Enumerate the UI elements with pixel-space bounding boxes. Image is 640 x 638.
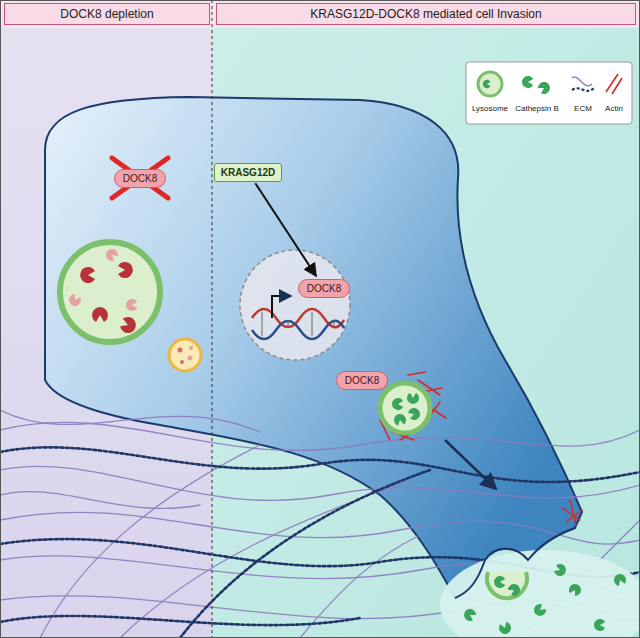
cathepsin-b (407, 393, 419, 404)
rung (288, 320, 289, 326)
cathepsin-b (407, 406, 422, 421)
rung (262, 312, 263, 336)
legend-actin-icon (606, 74, 618, 92)
fiber (0, 492, 200, 509)
moving-lysosome (380, 383, 430, 433)
tip-actin (562, 500, 582, 525)
legend-label: Actin (605, 104, 623, 113)
legend-actin-icon (612, 78, 622, 94)
protein-pill: DOCK8 (114, 169, 166, 188)
legend-ecm-icon (572, 88, 594, 91)
cathepsin-faded (67, 292, 83, 308)
vesicle-membrane (487, 572, 527, 598)
panel-header: KRASG12D-DOCK8 mediated cell Invasion (216, 3, 636, 25)
cross-stroke (112, 158, 168, 198)
node-label: KRASG12D-DOCK8 mediated cell Invasion (310, 7, 541, 21)
depletion-cross (112, 158, 168, 198)
rung (312, 312, 313, 336)
movement-arrow (445, 440, 495, 488)
cathepsin-faded (104, 247, 120, 263)
protein-pill: DOCK8 (336, 371, 388, 390)
fiber (40, 445, 260, 638)
cathepsin-inactive (118, 262, 133, 278)
small-lysosome (169, 339, 201, 371)
node-label: DOCK8 (123, 173, 157, 184)
cathepsin-b (612, 572, 627, 587)
cathepsin-b (462, 607, 478, 623)
actin (570, 500, 576, 525)
content-dot (180, 360, 184, 364)
cathepsin-b (506, 582, 522, 598)
legend-label: ECM (574, 104, 592, 113)
legend-lysosome-content (483, 80, 491, 88)
legend-cathepsin-icon (536, 80, 552, 96)
actin (408, 372, 425, 375)
cathepsin-b (532, 602, 548, 618)
cathepsin-inactive (119, 315, 139, 335)
degraded-ecm-zone (440, 550, 640, 638)
cathepsin-b (553, 563, 568, 578)
legend-label: Lysosome (472, 104, 508, 113)
fusing-lysosome (487, 572, 527, 598)
cathepsin-inactive (80, 267, 95, 283)
dna-strand (252, 321, 344, 339)
cathepsin-b (498, 621, 513, 636)
cathepsin-faded (126, 299, 137, 311)
legend-lysosome-icon (478, 72, 502, 96)
content-dot (189, 346, 193, 350)
dna-strand (252, 309, 344, 327)
ecm-beaded-fibers (0, 447, 640, 638)
fiber (0, 422, 640, 450)
lysosome-membrane (169, 339, 201, 371)
cell-front-edge (455, 528, 575, 598)
released-cathepsin (462, 563, 628, 636)
content-dot (188, 356, 193, 361)
transcription-arrow (272, 296, 290, 318)
beaded-fiber (180, 470, 430, 638)
beaded-fiber (0, 447, 640, 482)
header-strip (0, 0, 640, 28)
nuclear-envelope (240, 250, 350, 360)
legend-label: Cathepsin B (515, 104, 559, 113)
node-label: DOCK8 depletion (60, 7, 153, 21)
legend-frame (466, 62, 632, 124)
cathepsin-b (392, 398, 403, 410)
fiber (120, 480, 410, 638)
content-dot (178, 348, 183, 353)
lysosome-membrane (380, 383, 430, 433)
rung (334, 320, 335, 326)
cathepsin-b (393, 413, 407, 426)
panel-divider (212, 0, 213, 638)
node-label: KRASG12D (221, 167, 275, 178)
legend-box (466, 62, 632, 124)
cathepsin-b (594, 619, 605, 631)
panel-header: DOCK8 depletion (4, 3, 210, 25)
cross-stroke (112, 158, 168, 198)
legend-ecm-icon (572, 77, 592, 86)
legend-cathepsin-icon (522, 76, 533, 88)
node-label: DOCK8 (307, 283, 341, 294)
nucleus (240, 250, 350, 360)
beaded-fiber (0, 616, 360, 625)
cathepsin-inactive (92, 307, 108, 322)
oncogene-box: KRASG12D (214, 163, 282, 182)
lysosome-membrane (60, 242, 160, 342)
large-lysosome (60, 242, 160, 342)
activation-arrow (255, 183, 316, 276)
node-label: DOCK8 (345, 375, 379, 386)
actin-filaments (380, 372, 446, 440)
cathepsin-b (494, 576, 505, 588)
fiber (0, 466, 640, 500)
protein-pill: DOCK8 (298, 279, 350, 298)
fiber (0, 410, 260, 432)
cathepsin-b (567, 582, 583, 598)
